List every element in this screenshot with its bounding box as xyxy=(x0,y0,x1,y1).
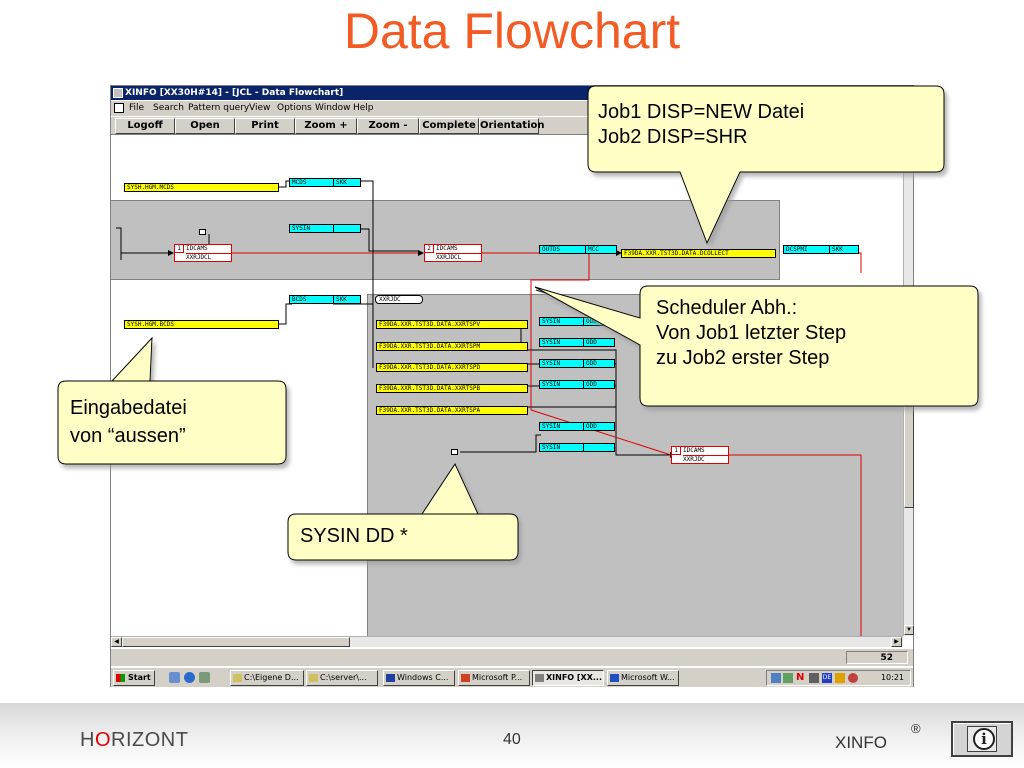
step-2-job1[interactable]: 2 IDCAMS XXRJDCL xyxy=(424,244,482,262)
slide-footer: HORIZONT 40 XINFO ® i xyxy=(0,703,1024,768)
dataset-bcds-input[interactable]: SYSH.HGM.BCDS xyxy=(124,320,279,329)
print-button[interactable]: Print xyxy=(235,118,295,134)
dd-sysin-job1[interactable]: SYSIN xyxy=(289,224,361,233)
open-button[interactable]: Open xyxy=(175,118,235,134)
task-word[interactable]: Microsoft W... xyxy=(607,670,679,686)
info-icon: i xyxy=(973,728,995,750)
instream-sysin-marker-job1[interactable] xyxy=(199,229,206,235)
powerpoint-icon xyxy=(461,674,470,682)
menu-window[interactable]: Window xyxy=(315,103,351,113)
tray-language-indicator[interactable]: DE xyxy=(822,673,832,683)
callout-scheduler-line1: Scheduler Abh.: xyxy=(656,297,798,319)
orientation-button[interactable]: Orientation xyxy=(479,118,545,134)
registered-mark: ® xyxy=(911,721,921,736)
task-eigene-dateien[interactable]: C:\Eigene D... xyxy=(230,670,304,686)
document-icon xyxy=(114,103,124,113)
app-icon xyxy=(113,88,123,98)
menu-view[interactable]: View xyxy=(249,103,271,113)
job-xxrjdc-node[interactable]: XXRJDC xyxy=(375,295,423,304)
info-button[interactable]: i xyxy=(951,721,1013,757)
callout-sysin-text: SYSIN DD * xyxy=(300,525,408,547)
scroll-right-icon[interactable]: ▶ xyxy=(891,637,902,647)
info-icon-frame: i xyxy=(967,726,997,752)
windows-logo-icon xyxy=(116,674,125,682)
callout-job-disp-line2: Job2 DISP=SHR xyxy=(598,126,748,148)
dataset-rtspd[interactable]: F39DA.XXR.TST3D.DATA.XXRTSPD xyxy=(376,363,528,372)
callout-job-disp-line1: Job1 DISP=NEW Datei xyxy=(598,101,805,123)
callout-shapes xyxy=(57,85,979,561)
start-label: Start xyxy=(128,673,151,682)
step-1-job1[interactable]: 1 IDCAMS XXRJDCL xyxy=(174,244,232,262)
menu-file[interactable]: File xyxy=(129,103,145,113)
callout-input-bubble xyxy=(57,336,287,465)
word-icon xyxy=(610,674,619,682)
callout-scheduler-line2: Von Job1 letzter Step xyxy=(656,322,847,344)
job1-group xyxy=(111,200,780,280)
step-1-job2[interactable]: 1 IDCAMS XXRJDC xyxy=(671,446,729,464)
status-value: 52 xyxy=(846,651,908,664)
dataset-rtspb[interactable]: F39DA.XXR.TST3D.DATA.XXRTSPB xyxy=(376,384,528,393)
start-button[interactable]: Start xyxy=(113,670,155,686)
task-server[interactable]: C:\server\... xyxy=(306,670,378,686)
xinfo-icon xyxy=(535,674,544,682)
browser-icon[interactable] xyxy=(184,672,195,683)
task-xinfo[interactable]: XINFO [XX... xyxy=(532,670,604,686)
dd-sysin-instream[interactable]: SYSIN xyxy=(539,443,615,452)
tray-network-icon[interactable] xyxy=(771,673,781,683)
page-number: 40 xyxy=(503,731,521,748)
callout-input-line1: Eingabedatei xyxy=(70,397,187,419)
logoff-button[interactable]: Logoff xyxy=(115,118,175,134)
scroll-down-icon[interactable]: ▼ xyxy=(904,625,914,635)
menu-pattern-query[interactable]: Pattern query xyxy=(188,103,250,113)
folder-icon xyxy=(233,674,242,682)
horizont-logo: HORIZONT xyxy=(80,729,189,751)
system-tray: N DE 10:21 xyxy=(766,670,911,686)
callout-scheduler-bubble xyxy=(534,285,979,407)
app-icon xyxy=(386,674,395,682)
menu-options[interactable]: Options xyxy=(277,103,312,113)
tray-clock: 10:21 xyxy=(880,673,904,682)
callout-sysin-bubble xyxy=(287,462,519,561)
callout-scheduler-line3: zu Job2 erster Step xyxy=(656,347,830,369)
complete-button[interactable]: Complete xyxy=(419,118,479,134)
statusbar: 52 xyxy=(111,649,913,666)
horizontal-scrollbar[interactable]: ◀ ▶ xyxy=(111,636,903,647)
quicklaunch-icon[interactable] xyxy=(199,672,210,683)
window-title: XINFO [XX30H#14] - [JCL - Data Flowchart… xyxy=(125,88,344,98)
folder-icon xyxy=(309,674,318,682)
callout-job-disp-bubble xyxy=(587,85,945,245)
dataset-mcds-input[interactable]: SYSH.HGM.MCDS xyxy=(124,183,279,192)
tray-n-icon[interactable]: N xyxy=(796,672,805,683)
scroll-left-icon[interactable]: ◀ xyxy=(111,637,122,647)
dataset-rtspv[interactable]: F39DA.XXR.TST3D.DATA.XXRTSPV xyxy=(376,320,528,329)
dataset-dcollect-output[interactable]: F39DA.XXR.TST3D.DATA.DCOLLECT xyxy=(621,249,776,258)
menu-help[interactable]: Help xyxy=(353,103,374,113)
windows-taskbar: Start C:\Eigene D... C:\server\... Windo… xyxy=(111,667,913,687)
slide-title: Data Flowchart xyxy=(343,3,681,59)
dataset-rtspm[interactable]: F39DA.XXR.TST3D.DATA.XXRTSPM xyxy=(376,342,528,351)
dataset-rtspa[interactable]: F39DA.XXR.TST3D.DATA.XXRTSPA xyxy=(376,406,528,415)
zoom-in-button[interactable]: Zoom + xyxy=(295,118,357,134)
task-powerpoint[interactable]: Microsoft P... xyxy=(458,670,530,686)
desktop-icon[interactable] xyxy=(169,672,180,683)
instream-sysin-marker-job2[interactable] xyxy=(451,449,458,455)
tray-tools-icon[interactable] xyxy=(835,673,845,683)
tray-monitor-icon[interactable] xyxy=(809,673,819,683)
zoom-out-button[interactable]: Zoom - xyxy=(357,118,419,134)
horizontal-scroll-thumb[interactable] xyxy=(122,637,350,647)
tray-app-icon[interactable] xyxy=(783,673,793,683)
callout-input-line2: von “aussen” xyxy=(70,425,186,447)
product-name: XINFO xyxy=(835,733,887,752)
tray-volume-icon[interactable] xyxy=(848,673,858,683)
task-windows-commander[interactable]: Windows C... xyxy=(383,670,455,686)
menu-search[interactable]: Search xyxy=(153,103,184,113)
